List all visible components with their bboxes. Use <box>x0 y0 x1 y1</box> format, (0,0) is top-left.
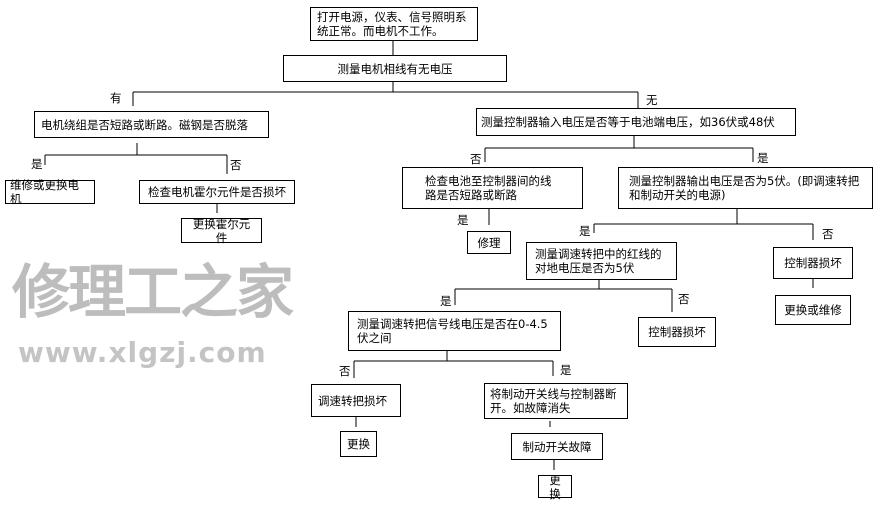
label-yes: 是 <box>560 363 572 377</box>
node-replace-hall: 更换霍尔元件 <box>181 217 262 245</box>
label-have: 有 <box>110 91 122 105</box>
node-repair-motor: 维修或更换电机 <box>5 178 95 206</box>
watermark-url: www.xlgzj.com <box>18 336 267 369</box>
label-no: 否 <box>678 292 690 306</box>
label-no: 否 <box>470 152 482 166</box>
label-no: 否 <box>339 364 351 378</box>
label-yes: 是 <box>457 213 469 227</box>
label-yes: 是 <box>31 157 43 171</box>
label-no: 否 <box>822 227 834 241</box>
node-controller-output: 测量控制器输出电压是否为5伏。(即调速转把和制动开关的电源) <box>618 167 873 209</box>
node-repair: 修理 <box>467 231 511 254</box>
node-measure-phase-voltage: 测量电机相线有无电压 <box>283 55 507 82</box>
watermark-logo: 修理工之家 <box>12 258 294 326</box>
node-replace-throttle: 更换 <box>340 431 377 457</box>
node-controller-broken-mid: 控制器损坏 <box>638 317 716 347</box>
node-brake-disconnect: 将制动开关线与控制器断开。如故障消失 <box>484 383 628 419</box>
node-signal-wire: 测量调速转把信号线电压是否在0-4.5伏之间 <box>348 311 561 351</box>
node-replace-or-repair: 更换或维修 <box>775 295 851 325</box>
node-check-hall: 检查电机霍尔元件是否损坏 <box>139 180 295 204</box>
label-yes: 是 <box>579 224 591 238</box>
node-controller-input: 测量控制器输入电压是否等于电池端电压，如36伏或48伏 <box>476 108 796 136</box>
label-yes: 是 <box>440 294 452 308</box>
label-yes: 是 <box>757 151 769 165</box>
node-brake-fault: 制动开关故障 <box>511 433 603 460</box>
node-controller-broken-right: 控制器损坏 <box>773 247 853 279</box>
node-check-wiring: 检查电池至控制器间的线路是否短路或断路 <box>402 167 583 209</box>
label-none: 无 <box>646 93 658 107</box>
node-replace-brake: 更换 <box>538 473 572 501</box>
node-winding-check: 电机绕组是否短路或断路。磁钢是否脱落 <box>34 111 269 138</box>
node-start: 打开电源，仪表、信号照明系统正常。而电机不工作。 <box>310 7 478 41</box>
node-red-wire: 测量调速转把中的红线的对地电压是否为5伏 <box>526 242 677 280</box>
label-no: 否 <box>230 158 242 172</box>
node-throttle-broken: 调速转把损坏 <box>311 384 401 417</box>
